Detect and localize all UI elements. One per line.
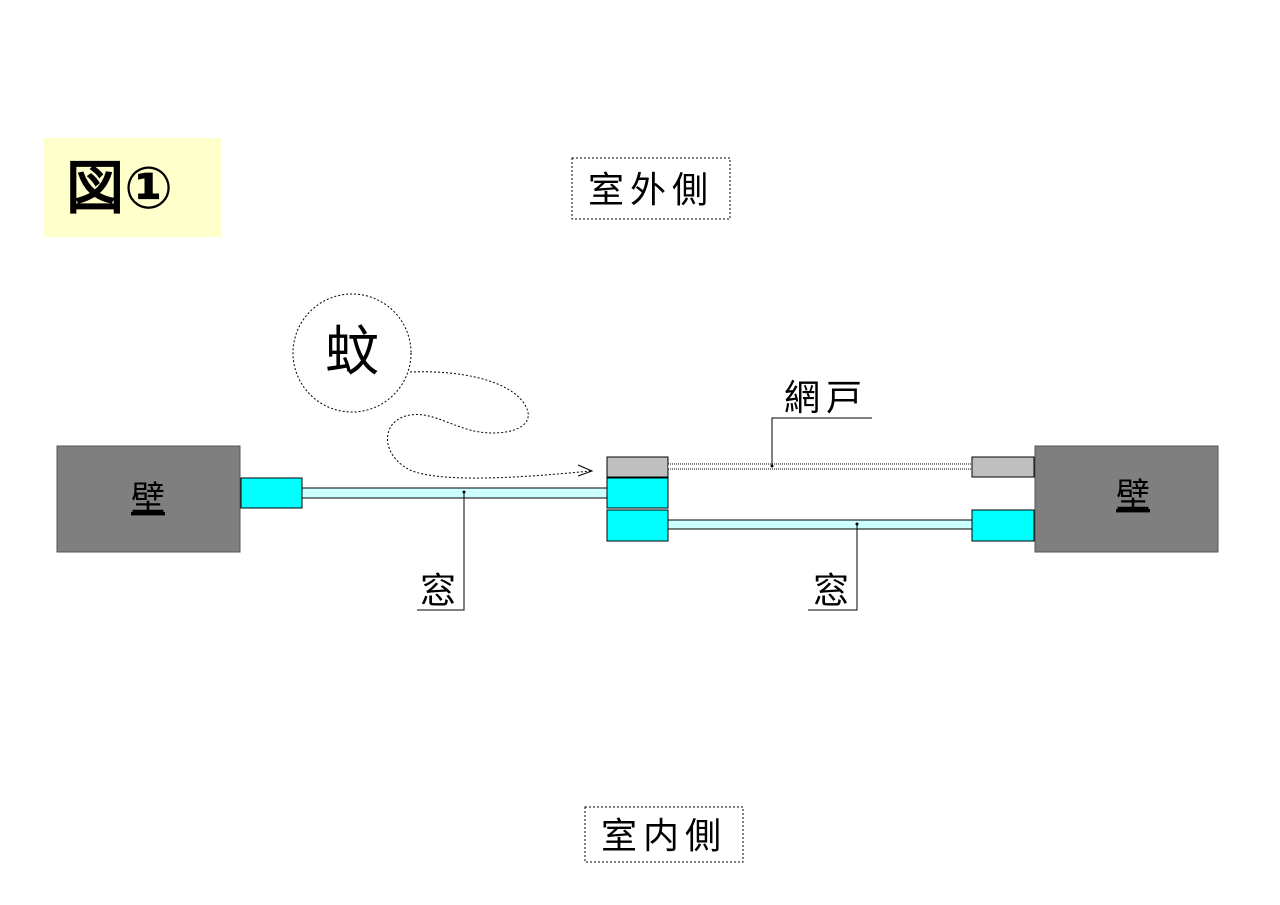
right-window-frame-end: [971, 509, 1035, 542]
figure-label: 図①: [66, 154, 173, 222]
mosquito-path: [387, 371, 591, 479]
left-window-frame-end: [240, 477, 303, 509]
wall-right-label: 壁: [1116, 476, 1150, 516]
window-right-leader-line: [808, 524, 858, 611]
outdoor-label: 室外側: [588, 170, 714, 211]
window-left-leader-dot: [462, 490, 466, 494]
mosquito-label: 蚊: [325, 320, 379, 383]
indoor-label-box: [584, 806, 744, 863]
right-window-frame-meeting: [606, 509, 669, 542]
screen-leader-line: [771, 417, 872, 466]
screen-frame-right: [971, 456, 1035, 478]
window-left-label: 窓: [420, 571, 456, 612]
window-left-leader-line: [417, 492, 465, 611]
indoor-label: 室内側: [601, 816, 727, 857]
screen-frame-left: [606, 456, 669, 478]
screen-mesh: [667, 463, 974, 470]
left-window-frame-meeting: [606, 477, 669, 509]
wall-left-label: 壁: [131, 479, 165, 519]
wall-right: [1034, 445, 1219, 553]
window-right-leader-dot: [855, 522, 859, 526]
outdoor-label-box: [571, 157, 731, 220]
screen-leader-dot: [770, 464, 774, 468]
right-window-glass: [667, 519, 974, 530]
window-right-label: 窓: [813, 571, 849, 612]
mosquito-path-arrowhead: [577, 464, 594, 477]
wall-left: [56, 445, 241, 553]
figure-label-box: [44, 138, 221, 237]
left-window-glass: [301, 487, 609, 499]
mosquito-circle: [292, 293, 412, 413]
screen-label: 網戸: [784, 378, 868, 419]
